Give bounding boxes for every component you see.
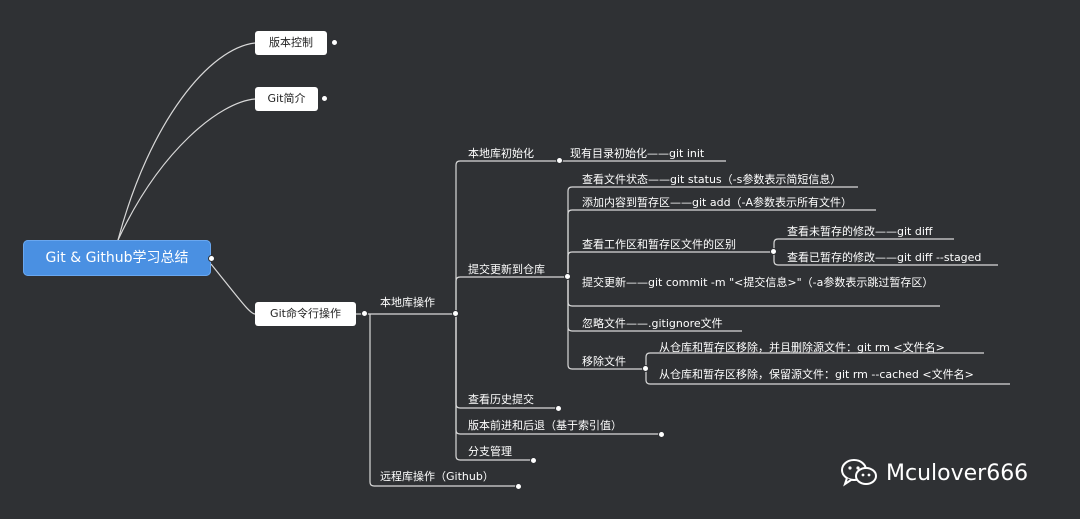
root-node[interactable]: Git & Github学习总结 [23, 240, 211, 276]
expand-dot[interactable] [530, 457, 537, 464]
collapse-dot[interactable] [556, 157, 563, 164]
node-git-intro[interactable]: Git简介 [255, 87, 318, 111]
node-git-init[interactable]: 现有目录初始化——git init [570, 147, 705, 160]
node-git-rm-cached[interactable]: 从仓库和暂存区移除，保留源文件：git rm --cached <文件名> [659, 368, 974, 381]
node-local-init[interactable]: 本地库初始化 [468, 147, 534, 160]
expand-dot[interactable] [555, 405, 562, 412]
node-git-add[interactable]: 添加内容到暂存区——git add（-A参数表示所有文件） [582, 196, 853, 209]
node-commit-to-repo[interactable]: 提交更新到仓库 [468, 263, 545, 276]
collapse-dot[interactable] [564, 273, 571, 280]
node-git-diff-staged[interactable]: 查看已暂存的修改——git diff --staged [787, 251, 982, 264]
expand-dot[interactable] [515, 483, 522, 490]
node-diff[interactable]: 查看工作区和暂存区文件的区别 [582, 238, 736, 251]
node-remote-repo[interactable]: 远程库操作（Github） [380, 470, 494, 483]
node-local-repo[interactable]: 本地库操作 [380, 296, 435, 309]
expand-dot[interactable] [331, 39, 338, 46]
node-history[interactable]: 查看历史提交 [468, 393, 534, 406]
node-remove-files[interactable]: 移除文件 [582, 355, 626, 368]
wechat-icon [841, 459, 877, 487]
collapse-dot[interactable] [452, 310, 459, 317]
node-gitignore[interactable]: 忽略文件——.gitignore文件 [582, 317, 723, 330]
node-branch[interactable]: 分支管理 [468, 445, 512, 458]
watermark-text: Mculover666 [886, 460, 1029, 486]
collapse-dot[interactable] [770, 248, 777, 255]
node-version-control[interactable]: 版本控制 [255, 31, 327, 55]
collapse-dot[interactable] [361, 310, 368, 317]
node-reset[interactable]: 版本前进和后退（基于索引值） [468, 419, 622, 432]
expand-dot[interactable] [658, 431, 665, 438]
expand-dot[interactable] [321, 95, 328, 102]
collapse-dot[interactable] [208, 255, 215, 262]
node-git-cli[interactable]: Git命令行操作 [255, 302, 356, 326]
watermark: Mculover666 [840, 458, 1028, 488]
collapse-dot[interactable] [642, 365, 649, 372]
node-git-commit[interactable]: 提交更新——git commit -m "<提交信息>"（-a参数表示跳过暂存区… [582, 276, 934, 289]
node-git-diff[interactable]: 查看未暂存的修改——git diff [787, 225, 933, 238]
node-git-status[interactable]: 查看文件状态——git status（-s参数表示简短信息） [582, 173, 842, 186]
node-git-rm[interactable]: 从仓库和暂存区移除，并且删除源文件：git rm <文件名> [659, 341, 945, 354]
